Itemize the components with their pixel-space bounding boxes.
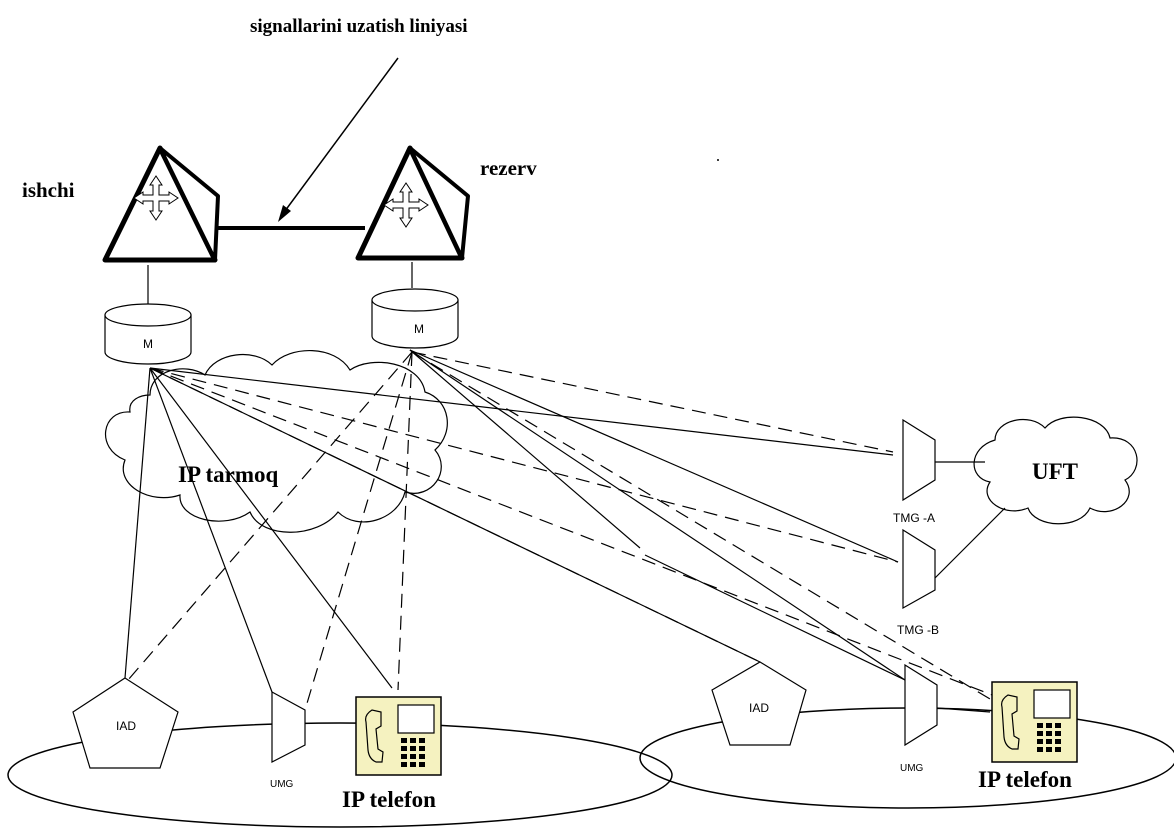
umg-right-label: UMG	[900, 763, 924, 774]
iad-left-icon	[72, 677, 179, 769]
ip-phone-left-icon	[355, 696, 442, 776]
umg-left-gateway-icon	[271, 690, 306, 763]
pstn-label: UFT	[1032, 459, 1078, 484]
tmg-a-gateway-icon	[902, 418, 985, 502]
database-right-label: M	[414, 322, 424, 336]
dashed-links	[127, 351, 1006, 711]
tmg-b-label: TMG -B	[897, 623, 939, 637]
umg-left-label: UMG	[270, 779, 294, 790]
stray-dot	[717, 159, 719, 161]
database-left-icon	[104, 303, 192, 365]
iad-left-label: IAD	[116, 719, 136, 733]
tmg-a-label: TMG -A	[893, 511, 935, 525]
signal-line-label: signallarini uzatish liniyasi	[250, 16, 468, 37]
ip-phone-right-label: IP telefon	[978, 767, 1072, 792]
iad-right-label: IAD	[749, 701, 769, 715]
umg-right-gateway-icon	[904, 663, 991, 747]
signal-arrow	[278, 57, 399, 222]
softswitch-working-icon	[102, 145, 220, 306]
database-left-label: M	[143, 337, 153, 351]
ip-phone-right-icon	[991, 681, 1078, 763]
lan-left-ellipse	[7, 722, 673, 828]
solid-links	[124, 349, 906, 693]
tmg-b-gateway-icon	[902, 507, 1006, 610]
softswitch-reserve-icon	[355, 145, 470, 288]
database-right-icon	[371, 288, 459, 349]
ip-network-label: IP tarmoq	[178, 462, 279, 487]
ip-phone-left-label: IP telefon	[342, 787, 436, 812]
pstn-cloud	[973, 416, 1138, 525]
working-label: ishchi	[22, 178, 75, 202]
iad-right-icon	[711, 661, 807, 746]
reserve-label: rezerv	[480, 156, 537, 180]
ip-network-cloud	[105, 349, 448, 533]
